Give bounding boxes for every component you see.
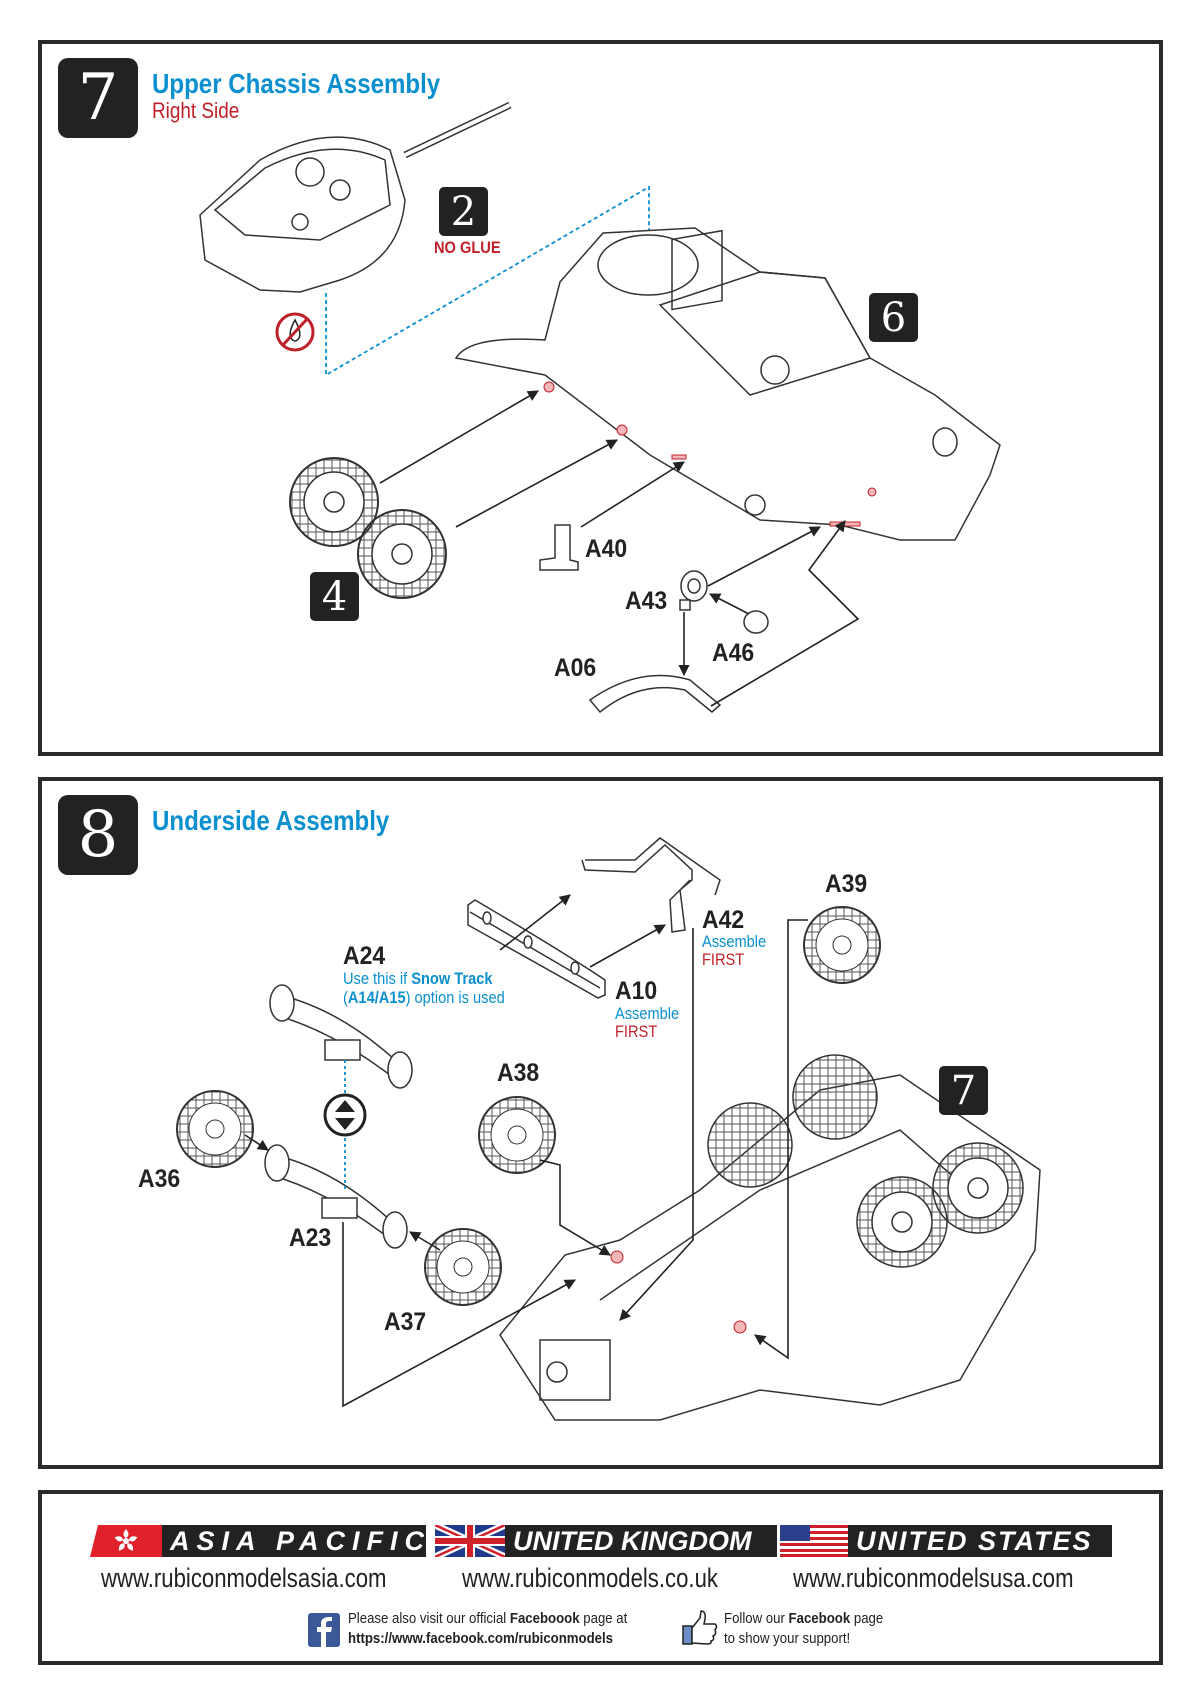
a42-first-note: FIRST xyxy=(702,950,745,969)
assembly-arrows xyxy=(244,894,808,1408)
footer-panel xyxy=(38,1490,1163,1665)
note-text: ) option is used xyxy=(405,988,505,1007)
part-label-a40: A40 xyxy=(585,535,628,563)
part-a06-drawing xyxy=(588,674,722,714)
part-label-a06: A06 xyxy=(554,654,597,682)
facebook-visit-text: Please also visit our official Faceboook… xyxy=(348,1609,627,1649)
note-bold: A14/A15 xyxy=(347,988,406,1007)
region-label: UNITED STATES xyxy=(848,1525,1112,1557)
fb-text: Please also visit our official xyxy=(348,1610,510,1627)
step-number-badge: 7 xyxy=(58,58,138,138)
hong-kong-flag-icon xyxy=(90,1525,162,1557)
website-link-asia[interactable]: www.rubiconmodelsasia.com xyxy=(101,1563,387,1593)
a42-assemble-note: Assemble xyxy=(702,932,767,951)
hull-step-reference: 6 xyxy=(869,293,918,342)
region-banner-united-kingdom: UNITED KINGDOM xyxy=(435,1525,777,1557)
us-flag-icon xyxy=(780,1525,848,1557)
note-bold: Snow Track xyxy=(411,969,493,988)
chassis-step-reference: 7 xyxy=(939,1066,988,1115)
part-label-a38: A38 xyxy=(497,1059,540,1087)
part-label-a42: A42 xyxy=(702,906,745,934)
wheels-step-reference: 4 xyxy=(310,572,359,621)
turret-step-reference: 2 xyxy=(439,187,488,236)
part-a46-drawing xyxy=(743,610,769,634)
note-text: Use this if xyxy=(343,969,412,988)
website-link-us[interactable]: www.rubiconmodelsusa.com xyxy=(793,1563,1074,1593)
alignment-dashed-line xyxy=(325,185,656,377)
part-label-a23: A23 xyxy=(289,1224,332,1252)
fb-bold: Facebook xyxy=(788,1610,851,1627)
turret-part xyxy=(199,101,512,293)
a24-usage-note: Use this if Snow Track (A14/A15) option … xyxy=(343,969,505,1007)
fb-text: page xyxy=(850,1610,884,1627)
part-label-a36: A36 xyxy=(138,1165,181,1193)
part-label-a39: A39 xyxy=(825,870,868,898)
wheel-a36-drawing xyxy=(176,1090,254,1168)
uk-flag-icon xyxy=(435,1525,505,1557)
no-glue-icon xyxy=(275,312,315,352)
fb-bold: Faceboook xyxy=(509,1610,580,1627)
facebook-icon xyxy=(308,1613,340,1647)
hull-part xyxy=(454,227,1001,541)
part-label-a10: A10 xyxy=(615,977,658,1005)
step-number-badge: 8 xyxy=(58,795,138,875)
facebook-url-link[interactable]: https://www.facebook.com/rubiconmodels xyxy=(348,1630,614,1647)
fb-text: to show your support! xyxy=(724,1630,851,1647)
part-a24-drawing xyxy=(269,984,413,1089)
wheel-pair-part xyxy=(289,457,447,599)
part-a43-drawing xyxy=(679,570,708,611)
thumbs-up-icon xyxy=(682,1610,718,1645)
a10-assemble-note: Assemble xyxy=(615,1004,680,1023)
wheel-a37-drawing xyxy=(424,1228,502,1306)
assembly-arrows xyxy=(379,390,860,707)
chassis-underside-part xyxy=(499,1054,1041,1421)
no-glue-label: NO GLUE xyxy=(434,238,501,257)
note-text: ( xyxy=(343,988,348,1007)
region-label: ASIA PACIFIC xyxy=(162,1525,426,1557)
a10-first-note: FIRST xyxy=(615,1022,658,1041)
step-title: Upper Chassis Assembly xyxy=(152,68,441,99)
part-label-a37: A37 xyxy=(384,1308,427,1336)
wheel-a38-drawing xyxy=(478,1096,556,1174)
part-a23-drawing xyxy=(264,1144,408,1249)
facebook-follow-text: Follow our Facebook page to show your su… xyxy=(724,1609,883,1649)
part-a10-drawing xyxy=(467,899,606,999)
part-a40-drawing xyxy=(539,524,579,571)
step-subtitle: Right Side xyxy=(152,98,240,123)
step-title: Underside Assembly xyxy=(152,805,390,836)
part-a42-drawing xyxy=(581,837,721,933)
part-label-a43: A43 xyxy=(625,587,668,615)
swap-option-icon xyxy=(323,1093,367,1137)
region-banner-asia-pacific: ASIA PACIFIC xyxy=(90,1525,426,1557)
attachment-points xyxy=(610,1250,747,1334)
region-label: UNITED KINGDOM xyxy=(505,1525,777,1557)
region-banner-united-states: UNITED STATES xyxy=(780,1525,1112,1557)
part-label-a24: A24 xyxy=(343,942,386,970)
fb-text: Follow our xyxy=(724,1610,789,1627)
part-label-a46: A46 xyxy=(712,639,755,667)
fb-text: page at xyxy=(579,1610,628,1627)
website-link-uk[interactable]: www.rubiconmodels.co.uk xyxy=(462,1563,718,1593)
wheel-a39-drawing xyxy=(803,906,881,984)
